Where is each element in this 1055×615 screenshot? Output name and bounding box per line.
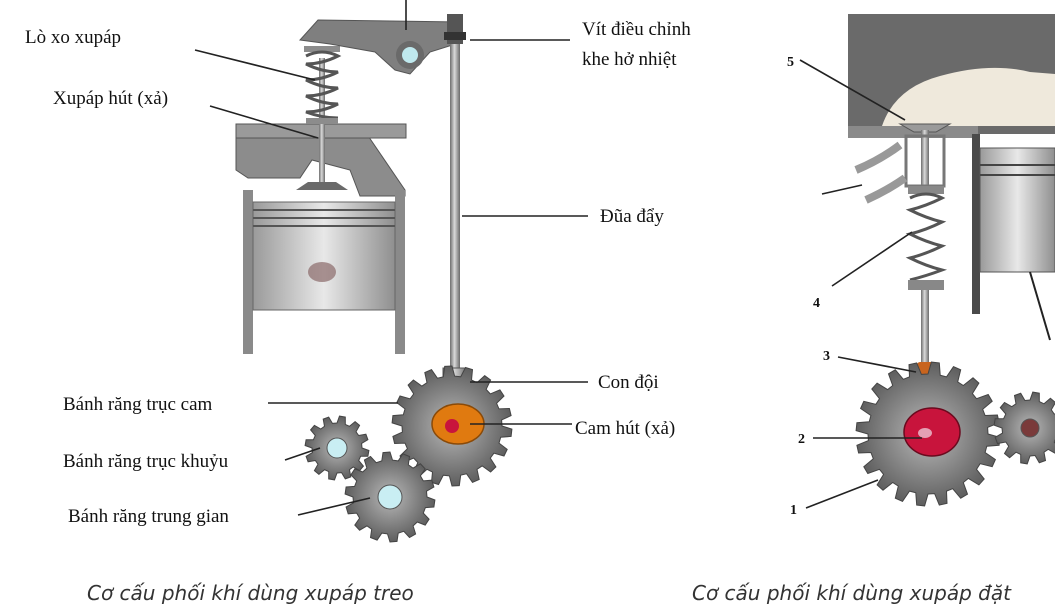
valve-spring [304, 46, 342, 124]
label-crankshaft-gear: Bánh răng trục khuỷu [63, 451, 229, 472]
leader-5 [799, 59, 906, 121]
leader-idler-gear [297, 497, 371, 516]
left-gears [304, 365, 513, 543]
num-4: 4 [813, 296, 820, 311]
leader-valve-spring [194, 49, 316, 81]
label-adjust-screw-2: khe hở nhiệt [582, 49, 677, 70]
side-crank-gear [993, 391, 1055, 465]
side-cam [903, 407, 961, 457]
right-mechanism [821, 14, 1055, 396]
label-cam: Cam hút (xả) [575, 418, 675, 439]
piston [252, 201, 396, 311]
crankshaft-gear [304, 415, 370, 481]
num-3: 3 [823, 349, 830, 364]
side-valve-spring [905, 192, 948, 282]
num-5: 5 [787, 55, 794, 70]
leader-intake-valve [209, 105, 319, 139]
label-adjust-screw-1: Vít điều chỉnh [582, 19, 691, 40]
leader-1 [805, 479, 879, 509]
cylinder-wall-right [395, 190, 405, 354]
piston-right [979, 147, 1055, 273]
side-valve-stem [921, 130, 929, 190]
combustion-chamber [882, 67, 1055, 126]
label-push-rod: Đũa đẩy [600, 206, 664, 227]
side-valve-head [898, 123, 952, 133]
label-tappet: Con đội [598, 372, 659, 393]
label-intake-valve: Xupáp hút (xả) [53, 88, 168, 109]
intake-valve-head [296, 182, 348, 190]
leader-crankshaft-gear [284, 447, 321, 461]
caption-left: Cơ cấu phối khí dùng xupáp treo [87, 581, 414, 605]
leader-4 [831, 231, 913, 287]
label-camshaft-gear: Bánh răng trục cam [63, 394, 213, 415]
num-2: 2 [798, 432, 805, 447]
push-rod [450, 44, 460, 370]
num-1: 1 [790, 503, 797, 518]
label-idler-gear: Bánh răng trung gian [68, 506, 229, 527]
caption-right: Cơ cấu phối khí dùng xupáp đặt [692, 581, 1012, 605]
cylinder-wall-left [243, 190, 253, 354]
idler-gear [344, 451, 436, 543]
label-valve-spring: Lò xo xupáp [25, 27, 121, 48]
leader-3 [837, 356, 917, 373]
left-mechanism [235, 0, 468, 393]
